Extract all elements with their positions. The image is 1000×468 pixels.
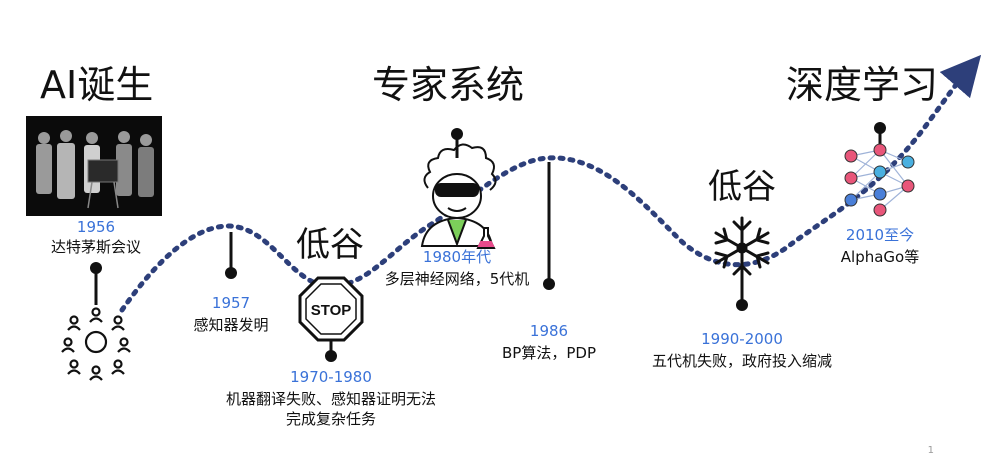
desc-1956: 达特茅斯会议 (51, 238, 141, 257)
pin-1990-dot (736, 299, 748, 311)
year-1990: 1990-2000 (701, 332, 783, 347)
page-number: 1 (928, 445, 934, 456)
pin-1956-dot (90, 262, 102, 274)
title-deep-learning: 深度学习 (786, 66, 938, 104)
pin-1970-dot (325, 350, 337, 362)
people-circle-icon (62, 309, 130, 381)
year-1957: 1957 (212, 296, 250, 311)
desc-1970-line2: 完成复杂任务 (286, 410, 376, 429)
snowflake-icon (716, 218, 768, 278)
pin-1980-dot (451, 128, 463, 140)
stop-sign-icon: STOP (300, 278, 362, 340)
pin-2010-dot (874, 122, 886, 134)
title-expert-systems: 专家系统 (372, 66, 524, 104)
dartmouth-photo (26, 116, 162, 216)
desc-2010: AlphaGo等 (841, 248, 919, 267)
scientist-icon (422, 144, 496, 248)
desc-1970-line1: 机器翻译失败、感知器证明无法 (226, 390, 436, 409)
title-low-2: 低谷 (708, 170, 776, 204)
pin-1957-dot (225, 267, 237, 279)
desc-1980: 多层神经网络，5代机 (385, 270, 530, 289)
pin-1986-dot (543, 278, 555, 290)
year-1986: 1986 (530, 324, 568, 339)
year-1980: 1980年代 (423, 250, 491, 265)
year-1956: 1956 (77, 220, 115, 235)
stop-sign-text: STOP (311, 302, 352, 319)
desc-1986: BP算法，PDP (502, 344, 596, 363)
year-2010: 2010至今 (846, 228, 914, 243)
year-1970: 1970-1980 (290, 370, 372, 385)
title-low-1: 低谷 (296, 228, 364, 262)
desc-1990: 五代机失败，政府投入缩减 (652, 352, 832, 371)
title-ai-birth: AI诞生 (40, 66, 153, 104)
desc-1957: 感知器发明 (193, 316, 268, 335)
